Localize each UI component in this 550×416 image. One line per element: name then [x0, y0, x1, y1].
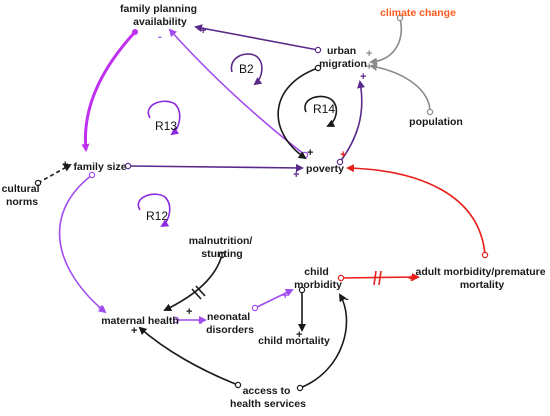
- edge-population-to-migration: [369, 63, 431, 113]
- edge-origin-dot: [172, 316, 180, 324]
- node-family-size: family size: [73, 161, 126, 173]
- edge-origin-dot: [298, 286, 306, 294]
- polarity-minus: -: [345, 293, 349, 305]
- polarity-plus: +: [293, 169, 299, 181]
- edge-family-size-to-poverty: [127, 163, 304, 172]
- edge-origin-dot: [88, 171, 96, 179]
- edge-adult-morbidity-to-poverty: [346, 164, 486, 256]
- edge-family-size-to-maternal-health: [58, 174, 107, 314]
- loop-label-r12: R12: [146, 209, 168, 223]
- polarity-plus: +: [186, 306, 192, 318]
- loop-label-b2: B2: [239, 62, 254, 76]
- polarity-plus: +: [340, 149, 346, 161]
- node-climate-change: climate change: [380, 7, 456, 19]
- polarity-plus: +: [198, 316, 204, 328]
- edge-origin-dot: [481, 251, 489, 259]
- edge-neonatal-to-child-morbidity: [254, 289, 294, 309]
- edge-origin-dot: [336, 158, 344, 166]
- loop-label-r13: R13: [155, 119, 177, 133]
- edge-migration-to-family-planning: [194, 24, 319, 51]
- edge-origin-dot: [426, 108, 434, 116]
- edge-origin-dot: [34, 179, 42, 187]
- polarity-plus: +: [366, 61, 372, 73]
- polarity-plus: +: [282, 290, 288, 302]
- polarity-plus: +: [360, 71, 366, 83]
- loop-r12: R12: [137, 193, 171, 228]
- polarity-plus: +: [408, 273, 414, 285]
- polarity-plus: +: [296, 329, 302, 341]
- polarity-plus: +: [131, 325, 137, 337]
- edge-access-to-child-morbidity: [299, 293, 348, 389]
- node-poverty: poverty: [306, 163, 344, 175]
- delay-mark: [378, 270, 382, 286]
- edge-malnutrition-to-maternal-health: [163, 254, 223, 312]
- delay-mark: [195, 285, 206, 297]
- edge-poverty-to-migration: [339, 80, 365, 163]
- loop-r14: R14: [304, 95, 338, 127]
- polarity-plus: +: [307, 147, 313, 159]
- edge-origin-dot: [234, 381, 242, 389]
- delay-mark: [191, 288, 202, 300]
- polarity-plus: +: [366, 48, 372, 60]
- node-family-planning: family planning availability: [120, 3, 200, 28]
- node-neonatal-disorders: neonatal disorders: [206, 311, 254, 336]
- node-child-morbidity: child morbidity: [294, 266, 342, 291]
- edge-cultural-norms-to-family-size: [37, 164, 72, 184]
- edge-origin-dot: [296, 384, 304, 392]
- node-adult-morbidity: adult morbidity/premature mortality: [415, 266, 548, 291]
- edge-origin-dot: [396, 14, 404, 22]
- edge-origin-dot: [314, 64, 322, 72]
- loop-r13: R13: [147, 100, 181, 136]
- polarity-plus: +: [98, 303, 104, 315]
- polarity-plus: +: [62, 159, 68, 171]
- loop-label-r14: R14: [313, 102, 335, 116]
- edge-origin-dot: [218, 251, 226, 259]
- edge-family-planning-to-family-size: [81, 30, 137, 152]
- node-malnutrition: malnutrition/ stunting: [189, 235, 256, 260]
- edge-origin-dot: [337, 274, 345, 282]
- node-maternal-health: maternal health: [101, 315, 179, 327]
- node-population: population: [409, 116, 463, 128]
- node-cultural-norms: cultural norms: [2, 183, 43, 208]
- polarity-minus: -: [158, 31, 162, 43]
- edge-origin-dot: [314, 46, 322, 54]
- edge-origin-dot: [251, 304, 259, 312]
- edge-origin-dot: [124, 162, 132, 170]
- node-urban-migration: urban migration: [319, 45, 367, 70]
- edge-migration-to-poverty: [277, 67, 319, 160]
- polarity-plus: +: [200, 25, 206, 37]
- loop-b2: B2: [230, 53, 263, 86]
- node-access-health: access to health services: [230, 385, 306, 410]
- delay-mark: [373, 270, 377, 286]
- edge-access-to-maternal-health: [138, 326, 239, 386]
- edge-climate-to-migration: [369, 17, 402, 66]
- node-child-mortality: child mortality: [258, 335, 330, 347]
- edge-origin-dot: [132, 29, 138, 35]
